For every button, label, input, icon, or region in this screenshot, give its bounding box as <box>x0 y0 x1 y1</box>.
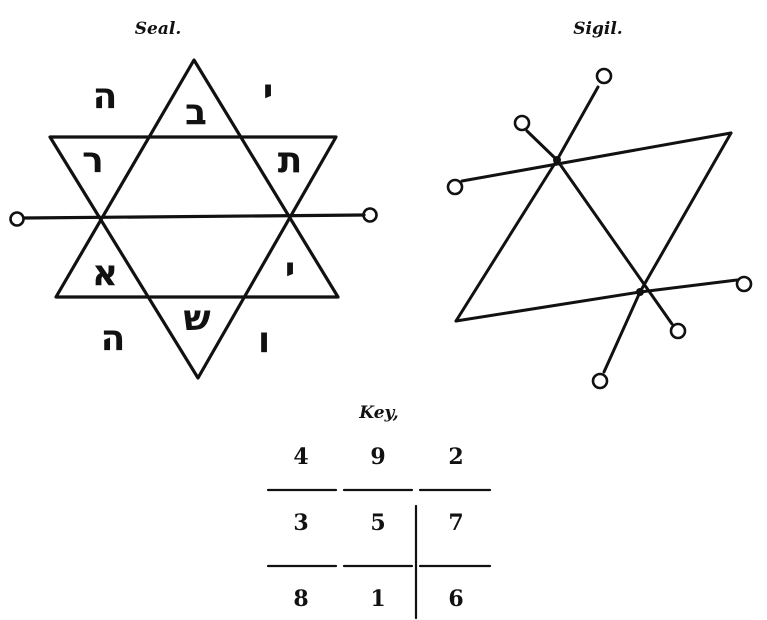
sigil-diagonal-left <box>454 158 559 323</box>
sigil-title: Sigil. <box>573 19 622 39</box>
key-cell-r3c3: 6 <box>448 586 463 612</box>
key-cell-r1c3: 2 <box>448 444 463 470</box>
seal-letter-top-center: ב <box>185 92 207 133</box>
seal-letter-right-lower: י <box>285 250 296 291</box>
key-cell-r2c1: 3 <box>293 510 308 536</box>
seal-letter-bottom-right: ו <box>258 320 270 361</box>
sigil-bottom-stub <box>602 290 642 374</box>
sigil-lower-line-terminal <box>735 275 753 293</box>
sigil-upper-line <box>460 131 733 183</box>
seal-letter-right-upper: ת <box>278 140 303 181</box>
seal-letter-top-right: י <box>263 72 274 113</box>
key-cell-r2c3: 7 <box>448 510 463 536</box>
seal-letter-left-lower: א <box>92 253 118 294</box>
seal-upward-triangle <box>54 58 340 299</box>
seal-title: Seal. <box>135 19 181 39</box>
seal-letter-top-left: ה <box>93 76 118 117</box>
sigil-top-hook-terminal <box>595 67 613 85</box>
seal-bar-right-terminal <box>362 207 378 223</box>
sigil: Sigil. <box>446 19 753 390</box>
sigil-main-diagonal-terminal <box>669 322 687 340</box>
sigil-bottom-edge <box>454 290 642 323</box>
sigil-junction-upper <box>553 156 561 164</box>
key-cell-r2c2: 5 <box>370 510 385 536</box>
key: Key, 4 9 2 3 5 7 8 1 6 <box>266 403 492 620</box>
sigil-main-diagonal <box>555 158 674 326</box>
sigil-bottom-stub-terminal <box>591 372 609 390</box>
key-cell-r3c1: 8 <box>293 586 308 612</box>
key-cell-r1c2: 9 <box>370 444 385 470</box>
seal-bar <box>22 213 366 220</box>
seal-downward-triangle <box>48 135 338 380</box>
sigil-lower-line <box>638 278 739 294</box>
sigil-left-stub <box>525 129 559 162</box>
key-title: Key, <box>358 403 398 423</box>
key-cell-r1c1: 4 <box>293 444 308 470</box>
seal-letter-bottom-left: ה <box>101 318 126 359</box>
seal-letter-left-upper: ר <box>82 140 104 181</box>
seal-bar-left-terminal <box>9 211 25 227</box>
seal-letter-bottom-center: ש <box>183 298 210 339</box>
sigil-right-edge <box>638 131 733 294</box>
sigil-upper-line-terminal <box>446 178 464 196</box>
sigil-junction-lower <box>636 288 644 296</box>
sigil-left-stub-terminal <box>513 114 531 132</box>
sigil-top-hook <box>555 85 600 162</box>
seal: Seal. ה ב י ר ת א י ה ש ו <box>9 19 378 380</box>
key-cell-r3c2: 1 <box>370 586 385 612</box>
